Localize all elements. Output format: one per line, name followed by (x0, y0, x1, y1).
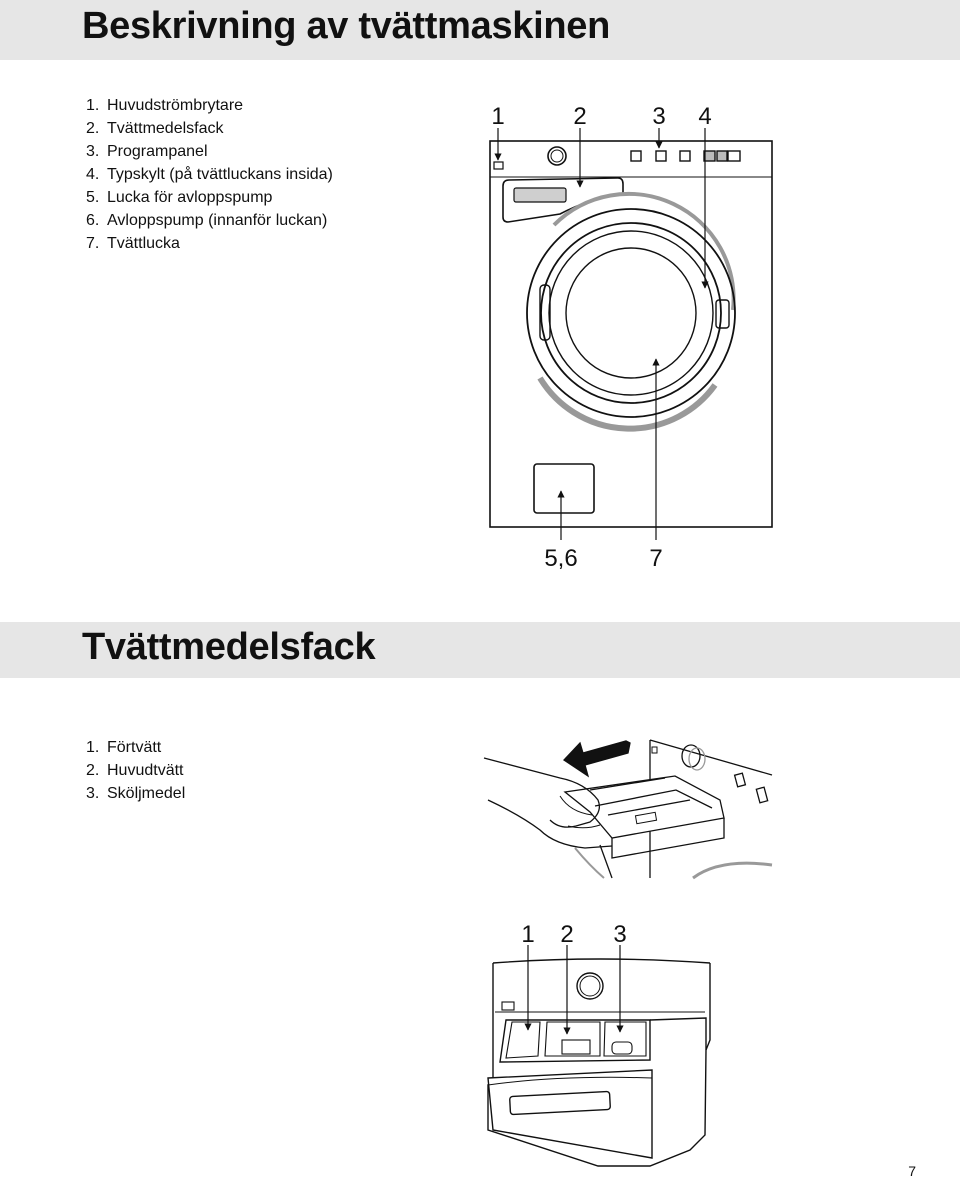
list-item: 6.Avloppspump (innanför luckan) (86, 212, 328, 229)
drawer-closeup-illustration (487, 958, 711, 1167)
callout-label: 3 (652, 103, 665, 130)
section-title: Tvättmedelsfack (82, 626, 376, 668)
program-knob-icon (547, 146, 567, 166)
list-item: 7.Tvättlucka (86, 235, 180, 252)
main-switch-icon (493, 161, 504, 170)
drawer-pull-illustration (483, 739, 773, 880)
list-item: 2.Tvättmedelsfack (86, 120, 224, 137)
main-switch-icon (501, 1001, 515, 1011)
callout-label: 3 (613, 921, 626, 948)
list-item: 2.Huvudtvätt (86, 762, 184, 779)
section-header-band: Tvättmedelsfack (0, 622, 960, 678)
callout-label: 2 (560, 921, 573, 948)
callout-label: 1 (521, 921, 534, 948)
callout-label: 5,6 (544, 545, 577, 572)
washing-machine-illustration (489, 140, 773, 528)
section-header-band: Beskrivning av tvättmaskinen (0, 0, 960, 60)
pump-flap-icon (533, 463, 595, 514)
porthole-door-icon (526, 191, 736, 432)
list-item: 1.Huvudströmbrytare (86, 97, 244, 114)
parts-list: 1.Huvudströmbrytare 2.Tvättmedelsfack 3.… (80, 94, 333, 255)
program-knob-icon (576, 972, 604, 1000)
list-item: 3.Programpanel (86, 143, 208, 160)
machine-body (489, 140, 773, 528)
pull-direction-arrow-icon (562, 740, 631, 778)
compartment-list: 1.Förtvätt 2.Huvudtvätt 3.Sköljmedel (80, 736, 185, 805)
list-item: 1.Förtvätt (86, 739, 162, 756)
callout-label: 2 (573, 103, 586, 130)
machine-knob-icon (681, 744, 706, 771)
callout-label: 4 (698, 103, 711, 130)
program-panel-icon (630, 150, 741, 162)
callout-label: 1 (491, 103, 504, 130)
list-item: 5.Lucka för avloppspump (86, 189, 273, 206)
section-title: Beskrivning av tvättmaskinen (82, 5, 611, 47)
list-item: 3.Sköljmedel (86, 785, 186, 802)
callout-label: 7 (649, 545, 662, 572)
page-number: 7 (908, 1163, 916, 1179)
list-item: 4.Typskylt (på tvättluckans insida) (86, 166, 333, 183)
